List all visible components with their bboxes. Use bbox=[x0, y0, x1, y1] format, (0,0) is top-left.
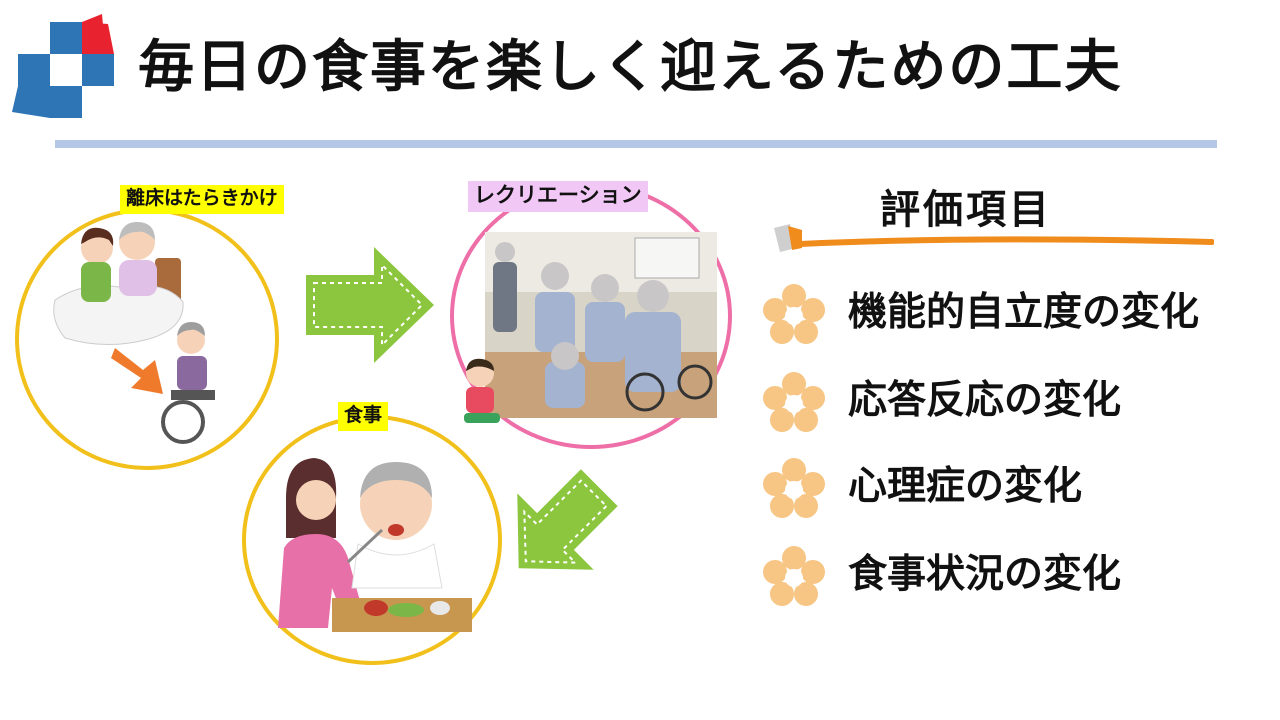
flower-icon bbox=[763, 546, 825, 606]
page-title: 毎日の食事を楽しく迎えるための工夫 bbox=[138, 35, 1123, 100]
logo-cross-icon bbox=[12, 14, 114, 118]
feeding-illustration bbox=[278, 458, 472, 632]
recreation-label: レクリエーション bbox=[468, 181, 648, 213]
meal-label: 食事 bbox=[338, 402, 389, 431]
evaluation-heading: 評価項目 bbox=[880, 187, 1052, 233]
arrow-right-icon bbox=[306, 247, 434, 363]
evaluation-item-label: 機能的自立度の変化 bbox=[848, 290, 1200, 335]
evaluation-item-label: 食事状況の変化 bbox=[848, 552, 1122, 597]
title-divider bbox=[55, 140, 1217, 148]
recreation-photo bbox=[485, 232, 717, 418]
rise-label: 離床はたらきかけ bbox=[120, 185, 284, 214]
flower-icon bbox=[763, 458, 825, 518]
child-illustration bbox=[464, 358, 500, 423]
flower-icon bbox=[763, 284, 825, 344]
bed-to-wheelchair-illustration bbox=[53, 222, 215, 444]
evaluation-item: 応答反応の変化 bbox=[762, 372, 1272, 436]
arrow-down-left-icon bbox=[517, 469, 618, 570]
flower-icon bbox=[763, 372, 825, 432]
brush-underline-icon bbox=[774, 224, 1214, 252]
evaluation-item-label: 心理症の変化 bbox=[848, 464, 1083, 509]
evaluation-item: 心理症の変化 bbox=[762, 458, 1272, 522]
evaluation-item: 食事状況の変化 bbox=[762, 546, 1272, 610]
evaluation-item-label: 応答反応の変化 bbox=[848, 378, 1122, 423]
evaluation-item: 機能的自立度の変化 bbox=[762, 284, 1272, 348]
